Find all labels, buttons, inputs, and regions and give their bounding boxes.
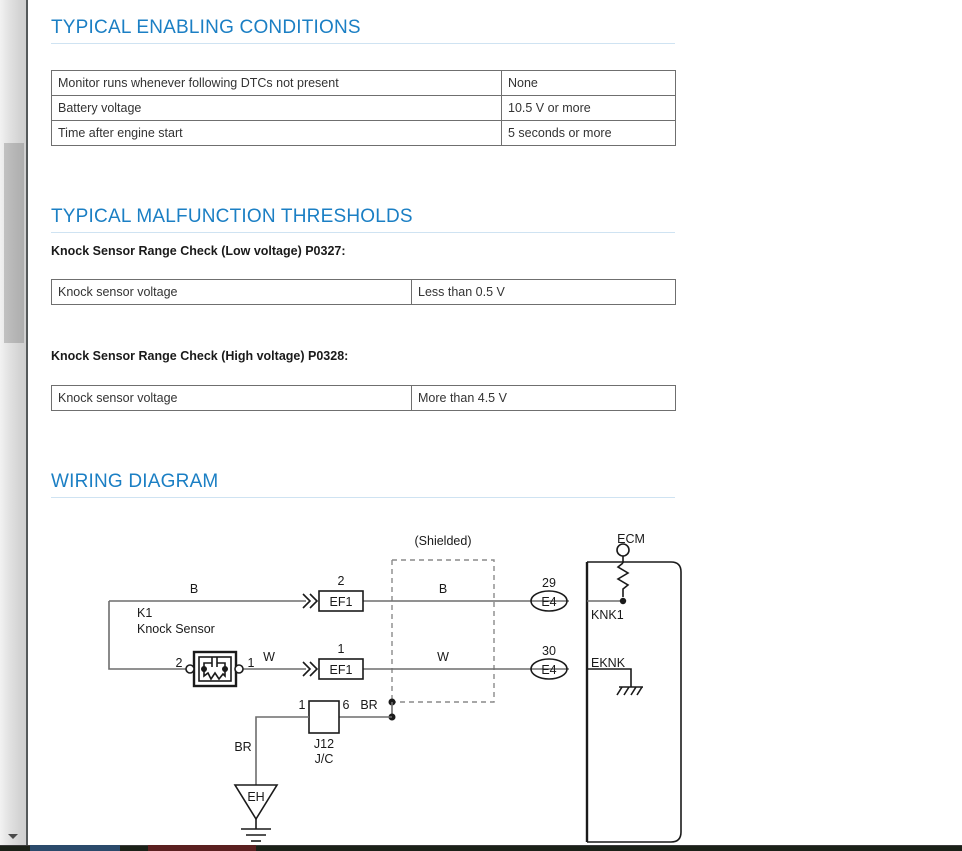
jc-pin-label-1: 1: [299, 698, 306, 712]
cell-condition: Monitor runs whenever following DTCs not…: [51, 70, 502, 96]
enabling-conditions-table: Monitor runs whenever following DTCs not…: [51, 70, 676, 146]
ecm-internal-eknk-line: [587, 668, 632, 687]
sensor-name-label: Knock Sensor: [137, 622, 215, 636]
wire-b-down-to-sensor-pin2: [108, 601, 189, 670]
ecm-label: ECM: [617, 532, 645, 546]
document-content-pane: TYPICAL ENABLING CONDITIONS Monitor runs…: [28, 0, 962, 845]
ecm-chassis-ground-icon: [616, 686, 643, 696]
sensor-id-k1: K1: [137, 606, 152, 620]
jc-pin-label-6: 6: [343, 698, 350, 712]
sensor-terminal-2: [185, 664, 195, 674]
cell-parameter: Knock sensor voltage: [51, 385, 412, 411]
wire-color-w-left: W: [263, 650, 275, 664]
ground-point-triangle-eh: [233, 784, 279, 821]
ground-point-label-eh: EH: [247, 790, 264, 804]
connector-box-ef1-top: [318, 590, 364, 612]
shielded-label: (Shielded): [415, 534, 472, 548]
jc-id-label: J12: [314, 737, 334, 751]
cell-condition: Battery voltage: [51, 95, 502, 121]
cell-value: 10.5 V or more: [501, 95, 676, 121]
section-heading-enabling-conditions: TYPICAL ENABLING CONDITIONS: [51, 17, 361, 38]
table-row: Battery voltage 10.5 V or more: [51, 95, 676, 121]
threshold-group-title-p0327: Knock Sensor Range Check (Low voltage) P…: [51, 244, 346, 258]
heading-rule-wiring: [51, 497, 675, 498]
scrollbar-thumb[interactable]: [4, 143, 24, 343]
connector-box-ef1-bottom: [318, 658, 364, 680]
ecm-junction-dot-knk1: [619, 597, 627, 605]
table-row: Knock sensor voltage More than 4.5 V: [51, 385, 676, 411]
section-heading-malfunction-thresholds: TYPICAL MALFUNCTION THRESHOLDS: [51, 206, 413, 227]
ecm-terminal-eknk: EKNK: [591, 656, 626, 670]
connector-name-ef1-bottom: EF1: [330, 663, 353, 677]
connector-name-ef1-top: EF1: [330, 595, 353, 609]
junction-connector-box-j12: [308, 700, 340, 734]
table-row: Time after engine start 5 seconds or mor…: [51, 120, 676, 146]
cell-condition: Time after engine start: [51, 120, 502, 146]
threshold-group-title-p0328: Knock Sensor Range Check (High voltage) …: [51, 349, 349, 363]
ecm-pin-number-29: 29: [542, 576, 556, 590]
ecm-connector-badge-e4-bottom: [530, 658, 568, 680]
heading-rule-enabling: [51, 43, 675, 44]
ecm-terminal-knk1: KNK1: [591, 608, 624, 622]
table-row: Monitor runs whenever following DTCs not…: [51, 70, 676, 96]
sensor-terminal-1: [234, 664, 244, 674]
ecm-connector-badge-e4-top: [530, 590, 568, 612]
taskbar-strip[interactable]: [0, 845, 962, 851]
scrollbar-track[interactable]: [0, 0, 26, 828]
ecm-enclosure: [587, 561, 682, 843]
cell-value: None: [501, 70, 676, 96]
wire-color-b-left: B: [190, 582, 198, 596]
sensor-pin-label-2: 2: [176, 656, 183, 670]
sensor-internal-dot-left: [201, 666, 207, 672]
connector-chevron-icon-bottom: [302, 661, 319, 677]
vertical-scrollbar[interactable]: [0, 0, 26, 845]
wiring-diagram-figure: .wire { stroke:#6d6d6d; stroke-width:1.6…: [51, 497, 711, 845]
chevron-down-icon: [8, 834, 18, 839]
wire-color-br-right: BR: [360, 698, 377, 712]
heading-rule-thresholds: [51, 232, 675, 233]
ecm-pullup-resistor-icon: [616, 562, 630, 597]
table-row: Knock sensor voltage Less than 0.5 V: [51, 279, 676, 305]
ecm-supply-node-icon: [616, 543, 630, 557]
connector-pin-ef1-top: 2: [338, 574, 345, 588]
wire-br-jc-to-ground: [255, 716, 309, 785]
ecm-connector-label-e4-bottom: E4: [541, 663, 556, 677]
threshold-table-p0328: Knock sensor voltage More than 4.5 V: [51, 385, 676, 411]
taskbar-item-1[interactable]: [30, 845, 120, 851]
sensor-pin-label-1: 1: [248, 656, 255, 670]
sensor-resistor-icon: [203, 669, 226, 681]
cell-value: More than 4.5 V: [411, 385, 676, 411]
connector-chevron-icon-top: [302, 593, 319, 609]
threshold-table-p0327: Knock sensor voltage Less than 0.5 V: [51, 279, 676, 305]
sensor-internal-dot-right: [222, 666, 228, 672]
sensor-capacitor-leads: [203, 662, 226, 669]
shield-boundary-box: [392, 559, 495, 703]
section-heading-wiring-diagram: WIRING DIAGRAM: [51, 471, 219, 492]
taskbar-item-2[interactable]: [148, 845, 256, 851]
cell-parameter: Knock sensor voltage: [51, 279, 412, 305]
scroll-down-button[interactable]: [0, 828, 26, 845]
jc-type-label: J/C: [315, 752, 334, 766]
cell-value: Less than 0.5 V: [411, 279, 676, 305]
wire-color-b-right: B: [439, 582, 447, 596]
wire-color-w-right: W: [437, 650, 449, 664]
wire-color-br-left: BR: [234, 740, 251, 754]
ecm-connector-label-e4-top: E4: [541, 595, 556, 609]
connector-pin-ef1-bottom: 1: [338, 642, 345, 656]
ecm-pin-number-30: 30: [542, 644, 556, 658]
pane-divider: [26, 0, 28, 845]
knock-sensor-body-inner: [198, 656, 232, 682]
cell-value: 5 seconds or more: [501, 120, 676, 146]
